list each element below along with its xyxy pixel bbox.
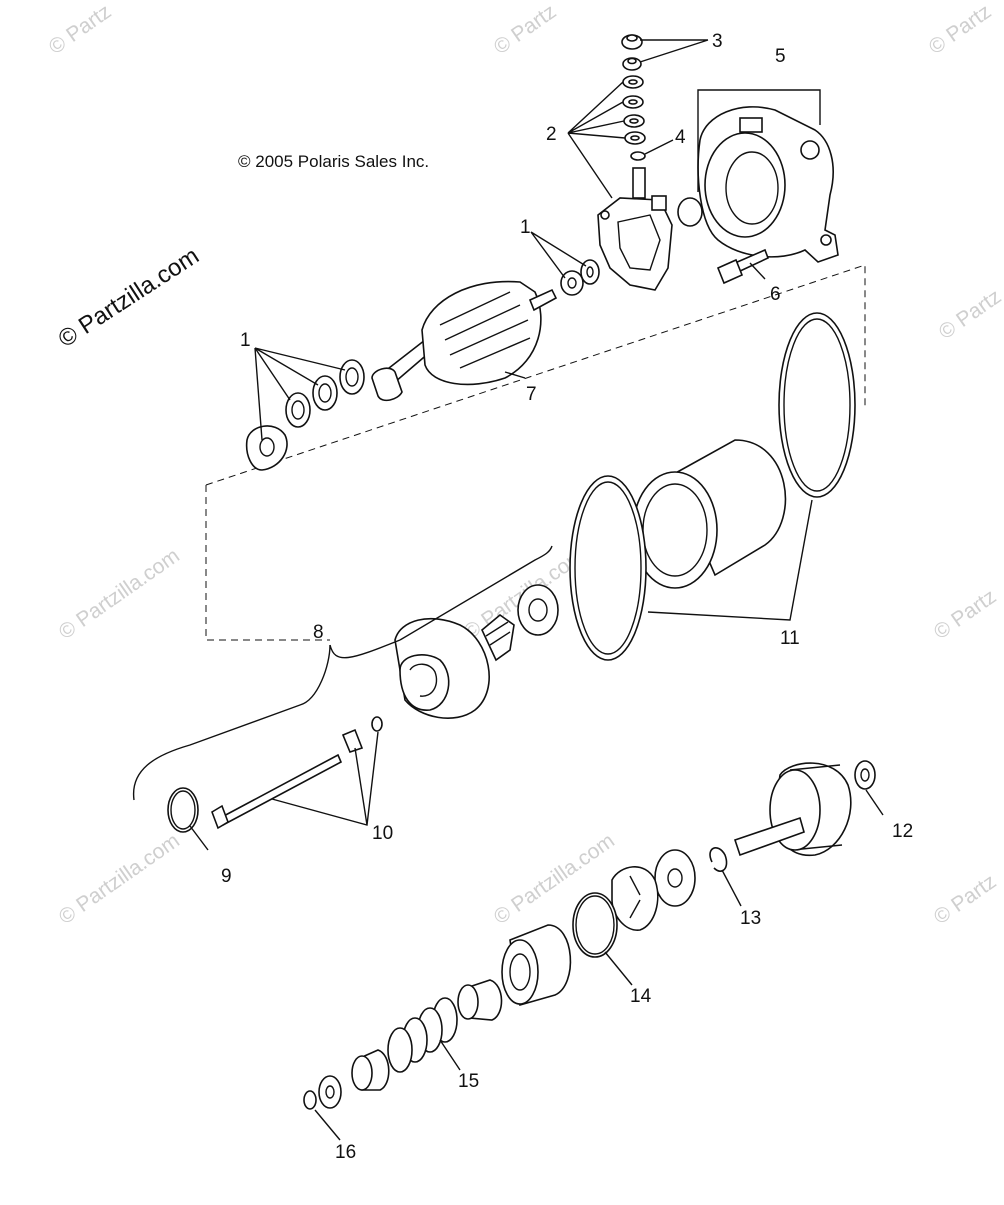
callout-7: 7	[526, 384, 537, 405]
part-12-gear-shaft	[733, 760, 876, 857]
callout-1-lower: 1	[240, 330, 251, 351]
watermark-text: © Partz	[925, 0, 996, 59]
callout-5: 5	[775, 46, 786, 67]
callout-12: 12	[892, 821, 913, 842]
watermark-text: © Partz	[930, 585, 1001, 644]
part-5-rear-cover	[677, 106, 839, 263]
part-13-clip	[709, 847, 728, 872]
callout-15: 15	[458, 1071, 479, 1092]
part-2-brush-plate	[597, 167, 673, 291]
part-15-spring	[318, 997, 458, 1109]
watermark-text: © Partz	[490, 0, 561, 59]
pinion-gear	[457, 924, 572, 1021]
callout-6: 6	[770, 284, 781, 305]
leader-lines	[132, 39, 884, 1141]
callout-10: 10	[372, 823, 393, 844]
part-7-armature	[371, 280, 558, 402]
callout-2: 2	[546, 124, 557, 145]
watermark-text: © Partz	[930, 870, 1001, 929]
callout-numbers: 3 2 4 5 1 6 1 7 8 11 12 10 9 13 14 15 16	[221, 31, 913, 1163]
callout-16: 16	[335, 1142, 356, 1163]
part-9-ring	[167, 787, 199, 833]
part-1-washers-lower	[245, 359, 365, 471]
callout-8: 8	[313, 622, 324, 643]
part-16-clip	[303, 1090, 317, 1110]
copyright-text: © 2005 Polaris Sales Inc.	[238, 152, 429, 171]
watermark-text: © Partz	[45, 0, 116, 59]
callout-4: 4	[675, 127, 686, 148]
watermark-text: © Partzilla.com	[55, 829, 184, 929]
part-6-bolt	[716, 248, 770, 285]
clutch-parts	[572, 849, 696, 958]
callout-11: 11	[780, 628, 800, 649]
callout-9: 9	[221, 866, 232, 887]
part-3-nuts	[621, 34, 643, 71]
callout-13: 13	[740, 908, 761, 929]
part-2-washers	[622, 75, 646, 145]
watermark-text: © Partzilla.com	[55, 544, 184, 644]
callout-14: 14	[630, 986, 652, 1007]
watermark-main: © Partzilla.com	[54, 242, 204, 353]
part-11-yoke	[569, 312, 856, 661]
assembly-outline	[205, 264, 866, 486]
assembly-outline	[205, 485, 330, 641]
part-4-o-ring	[630, 151, 646, 161]
callout-1-upper: 1	[520, 217, 531, 238]
part-8-front-housing	[394, 584, 559, 719]
watermark-text: © Partz	[935, 285, 1004, 344]
callout-3: 3	[712, 31, 723, 52]
part-10-through-bolt	[211, 716, 383, 830]
part-1-washers-upper	[560, 259, 600, 296]
